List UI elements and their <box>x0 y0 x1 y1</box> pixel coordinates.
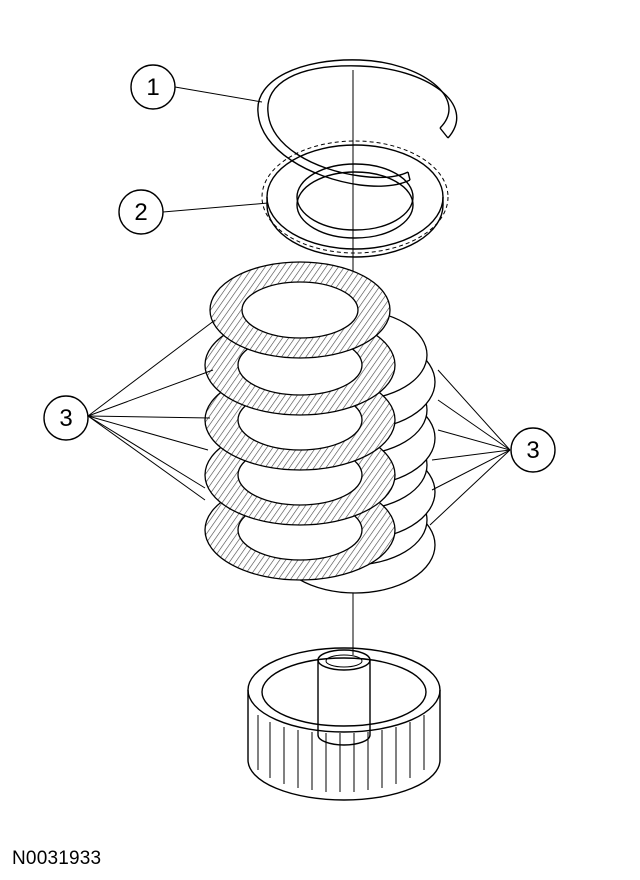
callout-2: 2 <box>118 189 164 235</box>
callout-3-right: 3 <box>510 427 556 473</box>
snap-ring <box>257 59 458 187</box>
callout-1: 1 <box>130 64 176 110</box>
svg-text:3: 3 <box>526 437 539 464</box>
svg-text:1: 1 <box>146 74 159 101</box>
clutch-pack <box>204 261 436 594</box>
callout-3-left: 3 <box>43 395 89 441</box>
svg-text:2: 2 <box>134 199 147 226</box>
svg-text:3: 3 <box>59 405 72 432</box>
leader-lines <box>87 86 511 526</box>
clutch-drum <box>247 647 441 801</box>
figure-id-label: N0031933 <box>12 848 102 869</box>
backing-plate <box>261 140 449 258</box>
